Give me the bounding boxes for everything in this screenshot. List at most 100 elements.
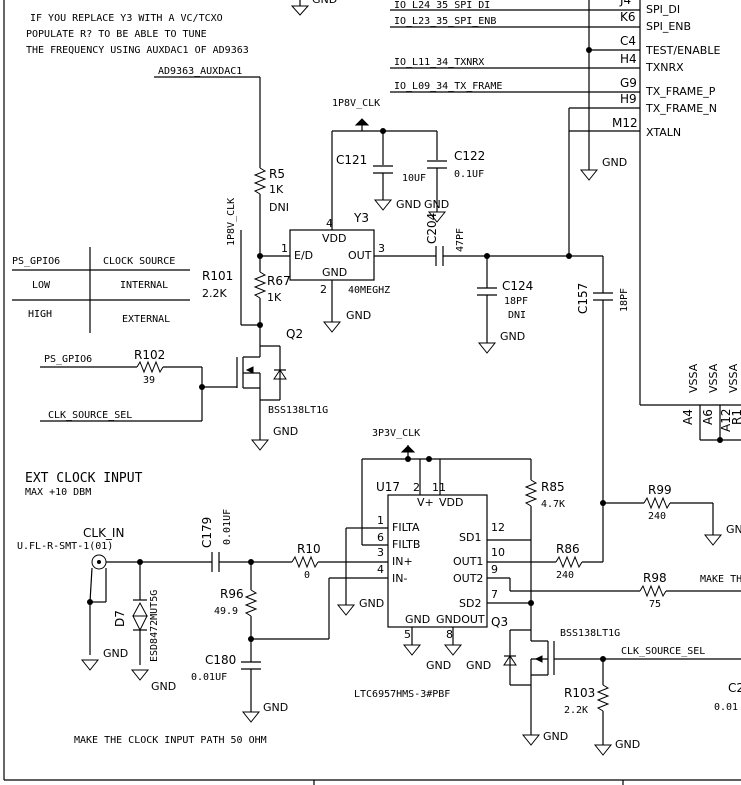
resistor-r85: R85 4.7K (487, 479, 565, 541)
svg-text:GND: GND (273, 425, 298, 438)
svg-text:VDD: VDD (439, 496, 463, 509)
svg-text:K6: K6 (620, 10, 636, 24)
svg-text:2.2K: 2.2K (564, 705, 588, 716)
svg-text:FILTA: FILTA (392, 521, 420, 534)
svg-text:8: 8 (446, 628, 453, 641)
svg-text:SPI_ENB: SPI_ENB (646, 20, 691, 33)
svg-text:18PF: 18PF (619, 288, 630, 312)
svg-text:DNI: DNI (269, 201, 289, 214)
svg-text:G9: G9 (620, 76, 637, 90)
ext-clock-title: EXT CLOCK INPUT (25, 471, 143, 486)
svg-text:H4: H4 (620, 52, 637, 66)
svg-text:GND: GND (405, 613, 430, 626)
svg-text:CLOCK SOURCE: CLOCK SOURCE (103, 256, 175, 267)
svg-text:GND: GND (359, 597, 384, 610)
svg-text:R1: R1 (730, 409, 741, 425)
resistor-r5: R5 1K DNI (253, 167, 289, 272)
svg-text:4: 4 (377, 563, 384, 576)
resistor-r96: R96 49.9 (214, 562, 388, 662)
svg-text:3: 3 (378, 242, 385, 255)
svg-text:R86: R86 (556, 542, 580, 556)
svg-text:GND: GND (396, 198, 421, 211)
svg-text:U.FL-R-SMT-1(01): U.FL-R-SMT-1(01) (17, 541, 113, 552)
resistor-r10: R10 0 (291, 542, 388, 581)
svg-text:C180: C180 (205, 653, 236, 667)
svg-text:C179: C179 (200, 517, 214, 548)
ic-u17: U17 FILTA FILTB IN+ IN- V+ VDD SD1 OUT1 … (354, 480, 505, 700)
svg-text:TXNRX: TXNRX (645, 61, 684, 74)
svg-text:R67: R67 (267, 274, 291, 288)
svg-text:GND: GND (103, 647, 128, 660)
connector-clk-in: CLK_IN U.FL-R-SMT-1(01) GND (17, 526, 212, 671)
svg-text:U17: U17 (376, 480, 400, 494)
capacitor-c204: C204 47PF (425, 213, 603, 266)
svg-text:V+: V+ (417, 496, 434, 509)
svg-text:CLK_SOURCE_SEL: CLK_SOURCE_SEL (48, 410, 132, 421)
svg-text:MAKE TH: MAKE TH (700, 574, 741, 585)
svg-text:GND: GND (424, 198, 449, 211)
rail-3p3v: 3P3V_CLK (361, 428, 532, 529)
net-txnrx: IO_L11_34_TXNRX (394, 57, 484, 68)
svg-text:240: 240 (556, 570, 574, 581)
svg-text:OUT1: OUT1 (453, 555, 483, 568)
svg-text:GND: GND (500, 330, 525, 343)
svg-text:DNI: DNI (508, 310, 526, 321)
u17-filt-wiring: GND GND GND (336, 527, 491, 672)
svg-text:Q3: Q3 (491, 615, 508, 629)
vssa-pins: VSSA VSSA VSSA A4 A6 A12 R1 (681, 363, 741, 443)
svg-text:OUT: OUT (348, 249, 372, 262)
svg-text:9: 9 (491, 563, 498, 576)
resistor-r67: R67 1K (253, 271, 291, 346)
svg-text:OUT2: OUT2 (453, 572, 483, 585)
svg-text:GND: GND (726, 523, 741, 536)
u17-outputs: R86 240 R98 75 MAKE TH (487, 540, 741, 630)
svg-text:A4: A4 (681, 409, 695, 425)
svg-text:PS_GPIO6: PS_GPIO6 (44, 354, 92, 365)
svg-text:GND: GND (466, 659, 491, 672)
transistor-q2: Q2 BSS138LT1G GND (202, 327, 328, 451)
clock-source-table: PS_GPIO6 CLOCK SOURCE LOW INTERNAL HIGH … (12, 247, 190, 333)
svg-text:0.01UF: 0.01UF (191, 672, 227, 683)
svg-text:LTC6957HMS-3#PBF: LTC6957HMS-3#PBF (354, 689, 450, 700)
svg-text:0.1UF: 0.1UF (454, 169, 484, 180)
svg-text:GND: GND (263, 701, 288, 714)
svg-text:18PF: 18PF (504, 296, 528, 307)
capacitor-c157: C157 18PF (576, 256, 630, 562)
svg-text:7: 7 (491, 588, 498, 601)
svg-text:CLK_SOURCE_SEL: CLK_SOURCE_SEL (621, 646, 705, 657)
svg-text:240: 240 (648, 511, 666, 522)
svg-text:0.01UF: 0.01UF (222, 509, 233, 545)
note-line-2: POPULATE R? TO BE ABLE TO TUNE (26, 29, 207, 40)
svg-text:TX_FRAME_N: TX_FRAME_N (645, 102, 717, 115)
svg-text:6: 6 (377, 531, 384, 544)
svg-text:H9: H9 (620, 92, 637, 106)
net-spi-enb: IO_L23_35_SPI_ENB (394, 16, 496, 27)
svg-text:VSSA: VSSA (727, 363, 740, 393)
svg-text:C121: C121 (336, 153, 367, 167)
svg-text:HIGH: HIGH (28, 309, 52, 320)
svg-text:C2: C2 (728, 681, 741, 695)
svg-text:INTERNAL: INTERNAL (120, 280, 168, 291)
svg-text:EXTERNAL: EXTERNAL (122, 314, 170, 325)
svg-text:E/D: E/D (294, 249, 313, 262)
capacitor-c2: C2 0.01 (714, 681, 741, 713)
net-1p8v-vertical: 1P8V_CLK (226, 198, 260, 326)
svg-text:3: 3 (377, 546, 384, 559)
svg-text:GND: GND (615, 738, 640, 751)
svg-text:A12: A12 (719, 409, 733, 432)
capacitor-c179: C179 0.01UF (200, 509, 292, 572)
svg-text:LOW: LOW (32, 280, 51, 291)
rail-1p8v: 1P8V_CLK (331, 98, 438, 230)
svg-text:VDD: VDD (322, 232, 346, 245)
svg-text:GND: GND (322, 266, 347, 279)
svg-text:R85: R85 (541, 480, 565, 494)
svg-text:A6: A6 (701, 409, 715, 425)
svg-text:10UF: 10UF (402, 173, 426, 184)
svg-text:4: 4 (326, 217, 333, 230)
svg-text:GND: GND (426, 659, 451, 672)
svg-text:1: 1 (281, 242, 288, 255)
svg-text:C157: C157 (576, 283, 590, 314)
svg-text:CLK_IN: CLK_IN (83, 526, 124, 540)
svg-text:0.01: 0.01 (714, 702, 738, 713)
